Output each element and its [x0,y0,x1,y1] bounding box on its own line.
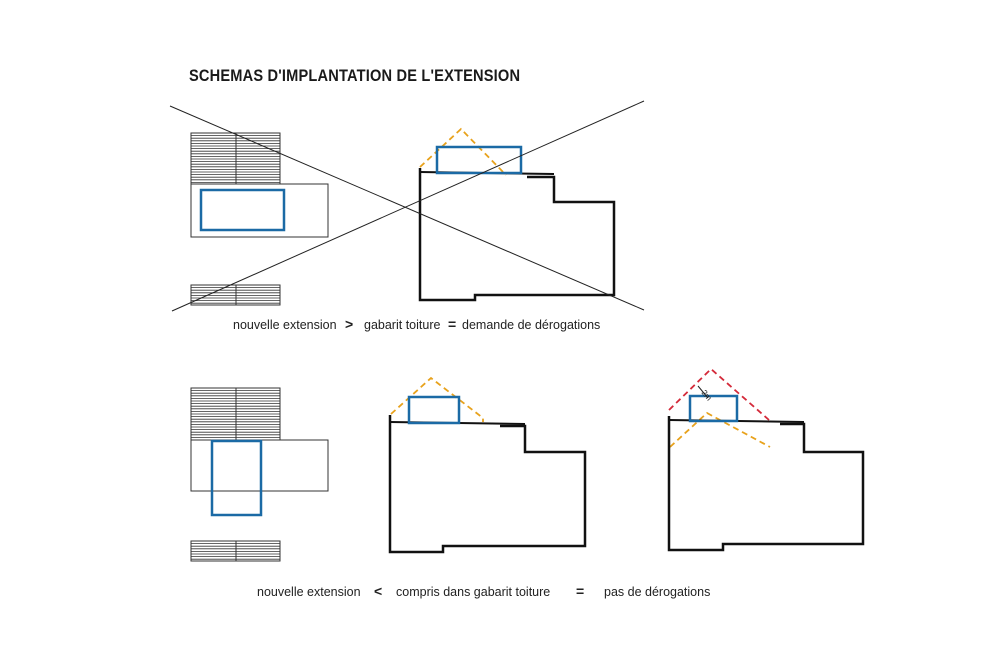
caption-row2-op2: = [576,583,585,599]
roof-gabarit-outline [419,127,507,176]
new-extension-section-3 [688,394,739,423]
plan-bottom-accepted [190,387,329,562]
dimension-line [697,385,709,399]
caption-row2-left: nouvelle extension [257,585,361,599]
hatched-roof-block-small-2 [190,540,281,562]
refusal-cross [169,100,645,312]
roof-gabarit-outline-2 [390,376,484,422]
new-extension-plan [199,188,286,232]
existing-building-section-2 [388,415,587,554]
caption-row1-right: demande de dérogations [462,318,601,332]
hatched-roof-block-large [190,132,281,185]
new-extension-plan-2 [210,439,263,517]
caption-row1-op2: = [448,316,457,332]
existing-building-plan [190,183,329,238]
existing-building-section [418,168,616,302]
caption-row1-left: nouvelle extension [233,318,337,332]
caption-row2-right: pas de dérogations [604,585,711,599]
plan-top-refused [190,132,329,306]
caption-row2-op1: < [374,583,383,599]
roof-limit-outline [668,367,770,421]
roof-gabarit-inverted [669,411,771,448]
section-bottom-gabarit [388,376,587,554]
new-extension-section-2 [407,395,461,425]
section-top-refused [418,127,616,302]
hatched-roof-block-large-2 [190,387,281,441]
new-extension-section [435,145,523,175]
caption-row2-middle: compris dans gabarit toiture [396,585,551,599]
caption-row1-middle: gabarit toiture [364,318,441,332]
diagram-title: SCHEMAS D'IMPLANTATION DE L'EXTENSION [189,66,521,85]
existing-building-section-3 [667,416,865,552]
caption-row1-op1: > [345,316,354,332]
section-bottom-limit: 2m [667,367,865,552]
hatched-roof-block-small [190,284,281,306]
